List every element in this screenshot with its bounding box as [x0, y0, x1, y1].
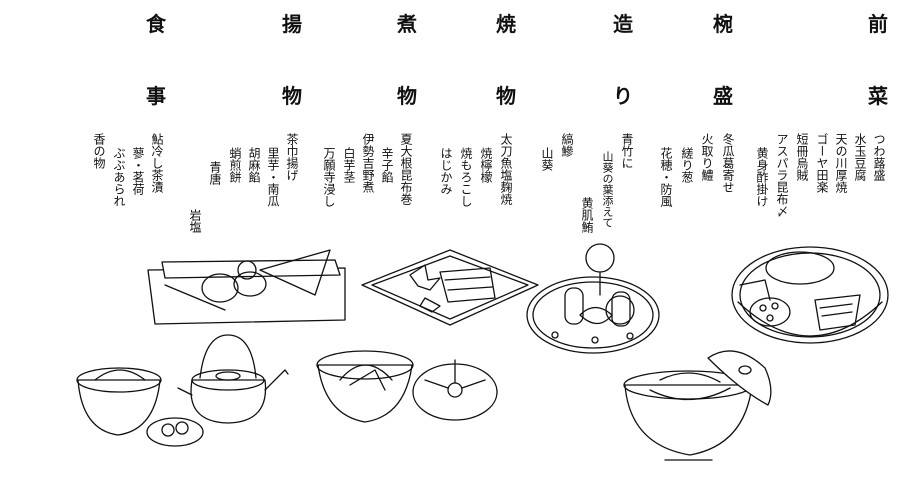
item-shokuji-3: ぶぶあられ	[112, 147, 126, 207]
item-tsukuri-1: 青竹に	[620, 133, 634, 169]
item-wanmori-3: 縒り葱	[680, 147, 694, 183]
item-nimono-4: 白芋茎	[342, 147, 356, 183]
zensai-tray-illustration	[731, 246, 889, 344]
heading-yakimono-1: 焼	[496, 12, 516, 36]
item-agemono-2: 里芋・南瓜	[266, 147, 280, 207]
item-shokuji-1: 鮎冷し茶漬	[150, 133, 164, 193]
item-tsukuri-5: 山葵	[540, 147, 554, 171]
heading-agemono-1: 揚	[282, 12, 302, 36]
item-yakimono-2: 焼檸檬	[479, 147, 493, 183]
heading-yakimono: 焼物	[496, 14, 516, 106]
heading-zensai-1: 前	[868, 12, 888, 36]
heading-wanmori-1: 椀	[713, 12, 733, 36]
heading-zensai: 前菜	[868, 14, 888, 106]
item-agemono-4: 蛸煎餅	[228, 147, 242, 183]
item-agemono-1: 茶巾揚げ	[285, 133, 299, 181]
item-zensai-4: ゴーヤ田楽	[815, 133, 829, 193]
item-yakimono-3: 焼もろこし	[459, 147, 473, 207]
nimono-bowl-illustration	[316, 350, 498, 423]
item-tsukuri-4: 縞鰺	[560, 133, 574, 233]
heading-wanmori: 椀盛	[713, 14, 733, 106]
agemono-plate-illustration	[147, 249, 346, 325]
item-nimono-1: 夏大根昆布巻	[399, 133, 413, 205]
heading-zensai-2: 菜	[868, 84, 888, 108]
heading-shokuji: 食事	[146, 14, 166, 106]
teapot-illustration	[177, 334, 289, 424]
shokuji-bowl-illustration	[76, 367, 204, 447]
heading-agemono-2: 物	[282, 84, 302, 108]
item-wanmori-1: 冬瓜葛寄せ	[721, 133, 735, 193]
wanmori-bowl-illustration	[623, 350, 772, 461]
item-yakimono-4: はじかみ	[439, 147, 453, 195]
item-zensai-6: アスパラ昆布〆	[775, 133, 789, 217]
item-zensai-7: 黄身酢掛け	[755, 147, 769, 207]
heading-shokuji-1: 食	[146, 12, 166, 36]
heading-nimono-2: 物	[397, 84, 417, 108]
food-illustrations	[0, 240, 900, 480]
item-zensai-5: 短冊烏賊	[795, 133, 809, 181]
heading-agemono: 揚物	[282, 14, 302, 106]
item-wanmori-2: 火取り鱧	[700, 133, 714, 181]
heading-tsukuri-1: 造	[613, 12, 633, 36]
item-nimono-3: 伊勢吉野煮	[361, 133, 375, 193]
item-zensai-2: 水玉豆腐	[853, 133, 867, 181]
item-zensai-1: つわ蕗盛	[872, 133, 886, 181]
item-shokuji-4: 香の物	[92, 133, 106, 169]
heading-tsukuri-2: り	[613, 84, 633, 108]
item-wanmori-4: 花穂・防風	[659, 147, 673, 207]
heading-tsukuri: 造り	[613, 14, 633, 106]
item-agemono-6: 岩塩	[188, 209, 202, 233]
item-zensai-3: 天の川厚焼	[834, 133, 848, 193]
item-nimono-2: 辛子餡	[380, 147, 394, 183]
item-agemono-5: 青唐	[208, 161, 222, 185]
item-tsukuri-4-text: 縞鰺	[560, 133, 574, 157]
item-agemono-3: 胡麻餡	[247, 147, 261, 183]
item-nimono-5: 万願寺浸し	[322, 147, 336, 207]
item-shokuji-2: 蓼・茗荷	[131, 147, 145, 195]
heading-shokuji-2: 事	[146, 84, 166, 108]
yakimono-plate-illustration	[361, 249, 539, 326]
heading-nimono: 煮物	[397, 14, 417, 106]
heading-wanmori-2: 盛	[713, 84, 733, 108]
heading-yakimono-2: 物	[496, 84, 516, 108]
heading-nimono-1: 煮	[397, 12, 417, 36]
item-tsukuri-3: 黄肌鮪	[580, 197, 594, 233]
tsukuri-plate-illustration	[526, 243, 660, 354]
item-tsukuri-2: 山葵の葉添えて	[601, 151, 614, 228]
item-yakimono-1: 太刀魚塩麹焼	[499, 133, 513, 205]
